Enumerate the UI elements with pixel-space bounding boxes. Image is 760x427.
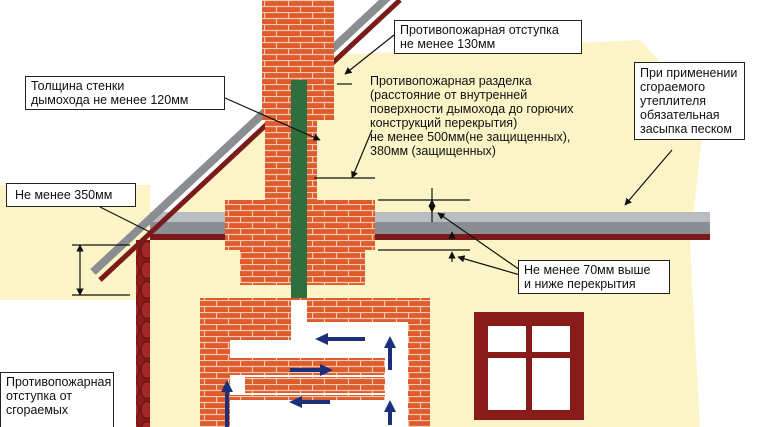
flow-arrows xyxy=(221,333,396,427)
callout-line: Противопожарная xyxy=(6,375,112,389)
flow-arrow xyxy=(290,364,333,376)
callout-line: не менее 130мм xyxy=(400,37,496,51)
callout-line: конструкций перекрытия) xyxy=(370,116,518,130)
flow-arrow xyxy=(315,333,365,345)
callout-line: дымохода не менее 120мм xyxy=(31,93,189,107)
callout-line: Не менее 350мм xyxy=(15,188,113,202)
leader-lines xyxy=(72,34,673,296)
callout-line: утеплителя xyxy=(640,94,707,108)
callout-line: Противопожарная разделка xyxy=(370,74,532,88)
roof-sheet xyxy=(90,0,391,275)
callout-line: Противопожарная отступка xyxy=(400,23,559,37)
callout-line: засыпка песком xyxy=(640,122,732,136)
callout-line: сгораемого xyxy=(640,80,706,94)
callout-line: не менее 500мм(не защищенных), xyxy=(370,130,571,144)
callout-min-350: Не менее 350мм xyxy=(6,183,136,207)
ceiling-insulation xyxy=(150,212,710,222)
callout-line: (расстояние от внутренней xyxy=(370,88,528,102)
flow-arrow xyxy=(221,380,233,427)
callout-line: обязательная xyxy=(640,108,720,122)
callout-fire-gap-side: Противопожарная отступка от сгораемых xyxy=(0,372,114,427)
callout-line: и ниже перекрытия xyxy=(524,277,636,291)
callout-min-70: Не менее 70мм выше и ниже перекрытия xyxy=(518,260,670,294)
callout-fire-gap-130: Противопожарная отступка не менее 130мм xyxy=(394,20,582,54)
flow-arrow xyxy=(289,396,330,408)
callout-wall-thickness: Толщина стенки дымохода не менее 120мм xyxy=(25,76,225,110)
roof-edge xyxy=(98,0,402,282)
callout-line: Не менее 70мм выше xyxy=(524,263,651,277)
callout-line: поверхности дымохода до горючих xyxy=(370,102,574,116)
callout-line: 380мм (защищенных) xyxy=(370,144,496,158)
callout-line: Толщина стенки xyxy=(31,79,125,93)
smoke-passages xyxy=(230,300,408,427)
flow-arrow xyxy=(384,336,396,370)
callout-insulation: При применении сгораемого утеплителя обя… xyxy=(634,62,745,140)
window xyxy=(474,312,584,420)
ceiling-edge xyxy=(150,234,710,240)
callout-line: сгораемых xyxy=(6,403,69,417)
flow-arrow xyxy=(384,400,396,425)
flue-channel xyxy=(291,80,307,300)
callout-line: При применении xyxy=(640,66,738,80)
callout-line: отступка от xyxy=(6,389,72,403)
callout-fire-cut: Противопожарная разделка (расстояние от … xyxy=(365,72,597,160)
log-wall xyxy=(136,240,150,427)
